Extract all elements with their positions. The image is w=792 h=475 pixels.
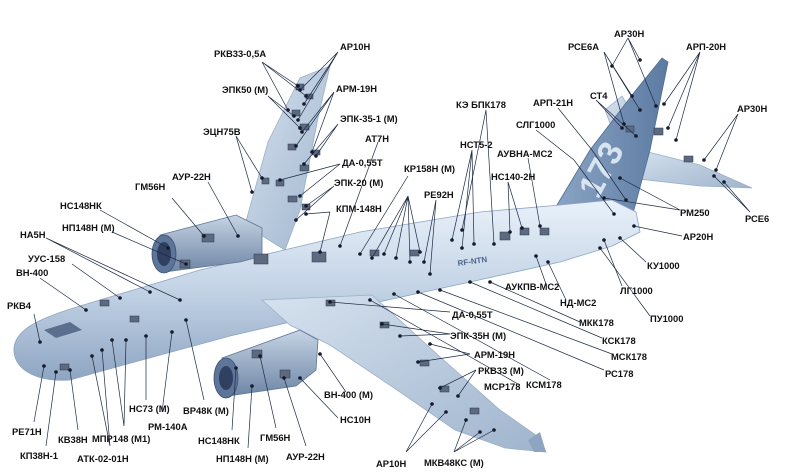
label-rkv33m: РКВ33 (М) xyxy=(478,365,524,376)
fuselage xyxy=(13,199,641,381)
label-aur22h-top: АУР-22Н xyxy=(172,171,211,182)
label-nc73: НС73 (М) xyxy=(129,403,170,414)
label-msr178: МСР178 xyxy=(484,381,520,392)
label-da055t-top: ДА-0,55Т xyxy=(342,157,383,168)
right-winglet xyxy=(528,432,546,452)
leader-lines xyxy=(33,37,751,453)
leader-dots xyxy=(38,58,726,434)
label-mpr148: МПР148 (М1) xyxy=(92,433,150,444)
label-ar10h-top: АР10Н xyxy=(340,41,370,52)
component-labels: РКВ33-0,5А АР10Н ЭПК50 (М) АРМ-19Н ЭПК-3… xyxy=(7,28,769,469)
label-at7h: АТ7Н xyxy=(365,133,389,144)
label-vr48k: ВР48К (М) xyxy=(183,405,229,416)
label-ku1000: КУ1000 xyxy=(647,260,680,271)
label-nc1402h: НС140-2Н xyxy=(491,171,536,182)
label-nc148nk-top: НС148НК xyxy=(60,200,102,211)
label-vh400-left: ВН-400 xyxy=(16,267,48,278)
label-ar30h-right: АР30Н xyxy=(737,103,767,114)
label-arp21h: АРП-21Н xyxy=(533,97,573,108)
label-re92h: РЕ92Н xyxy=(424,189,454,200)
label-mkv48kc: МКВ48КС (М) xyxy=(424,457,484,468)
label-epk351: ЭПК-35-1 (М) xyxy=(340,113,398,124)
label-re71h: РЕ71Н xyxy=(12,426,42,437)
label-gm56h-bottom: ГМ56Н xyxy=(260,432,291,443)
label-nc10h: НС10Н xyxy=(340,414,371,425)
label-na5h: НА5Н xyxy=(20,229,46,240)
label-ksk178: КСК178 xyxy=(602,335,636,346)
registration-mark: RF-NTN xyxy=(457,255,488,268)
label-arm19h-top: АРМ-19Н xyxy=(336,83,377,94)
label-epk35h: ЭПК-35Н (М) xyxy=(450,330,506,341)
label-slg1000: СЛГ1000 xyxy=(516,119,555,130)
left-wing xyxy=(244,65,331,251)
label-rm140a: РМ-140А xyxy=(148,421,188,432)
label-nc148nk-bottom: НС148НК xyxy=(198,435,240,446)
label-ksm178: КСМ178 xyxy=(526,379,562,390)
label-rm250: РМ250 xyxy=(680,207,710,218)
label-vh400-bottom: ВН-400 (М) xyxy=(324,389,373,400)
label-ar10h-bottom: АР10Н xyxy=(376,458,406,469)
label-kr158h: КР158Н (М) xyxy=(404,163,455,174)
left-engine xyxy=(151,214,263,274)
label-kv38h: КВ38Н xyxy=(58,434,88,445)
label-msk178: МСК178 xyxy=(611,351,647,362)
label-arm19h-mid: АРМ-19Н xyxy=(474,349,515,360)
label-ke-bpk178: КЭ БПК178 xyxy=(456,99,506,110)
label-np148h-top: НП148Н (М) xyxy=(62,222,115,233)
label-rc178: РС178 xyxy=(605,368,633,379)
label-epk20: ЭПК-20 (М) xyxy=(334,177,383,188)
label-pu1000: ПУ1000 xyxy=(650,313,683,324)
label-ar20h: АР20Н xyxy=(683,231,713,242)
label-uus158: УУС-158 xyxy=(28,253,65,264)
label-ct4: СТ4 xyxy=(590,90,608,101)
label-np148h-bottom: НП148Н (М) xyxy=(216,453,269,464)
label-epk50: ЭПК50 (М) xyxy=(222,84,268,95)
label-rce6: РСЕ6 xyxy=(745,213,769,224)
label-ecn75v: ЭЦН75В xyxy=(203,126,241,137)
label-auvna-mc2: АУВНА-МС2 xyxy=(497,148,552,159)
label-nct52: НСТ5-2 xyxy=(460,139,493,150)
label-rkv4: РКВ4 xyxy=(7,300,32,311)
right-engine xyxy=(213,329,319,399)
cockpit-windows xyxy=(44,322,82,338)
label-da055t-mid: ДА-0,55Т xyxy=(452,309,493,320)
label-gm56h-top: ГМ56Н xyxy=(135,181,166,192)
label-atk0201h: АТК-02-01Н xyxy=(77,453,129,464)
label-nd-mc2: НД-МС2 xyxy=(560,297,596,308)
label-kpm148h: КПМ-148Н xyxy=(336,203,382,214)
label-lg1000: ЛГ1000 xyxy=(620,285,653,296)
label-aukpv-mc2: АУКПВ-МС2 xyxy=(505,281,559,292)
label-aur22h-bottom: АУР-22Н xyxy=(286,451,325,462)
label-mkk178: МКК178 xyxy=(579,317,614,328)
label-rkv33: РКВ33-0,5А xyxy=(214,48,266,59)
label-arp20h: АРП-20Н xyxy=(686,41,726,52)
label-ar30h-top: АР30Н xyxy=(614,28,644,39)
label-kp38h1: КП38Н-1 xyxy=(20,450,58,461)
label-rce6a: РСЕ6А xyxy=(568,41,599,52)
